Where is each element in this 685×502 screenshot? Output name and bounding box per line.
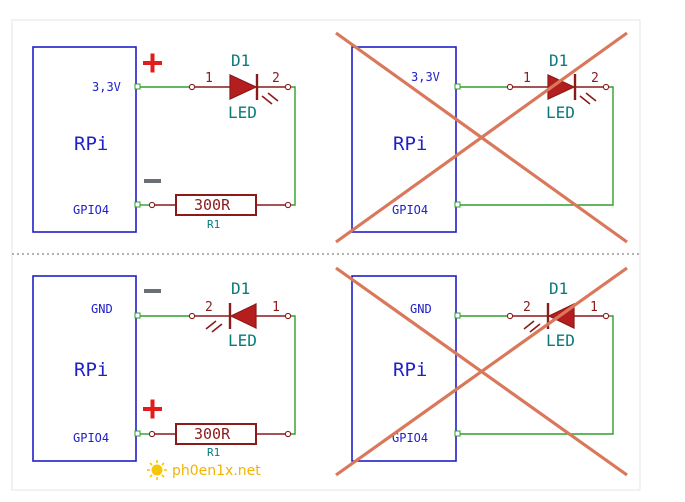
rpi-board <box>32 275 137 462</box>
resistor-pin-right <box>284 430 292 438</box>
pin-square-top <box>454 83 461 90</box>
wire-right <box>288 86 296 206</box>
resistor-value: 300R <box>194 425 231 443</box>
resistor-pin-right <box>284 201 292 209</box>
led-pin-num-right: 2 <box>272 71 280 86</box>
panel-bottom-right: RPi GND GPIO4 D1 LED 2 1 <box>335 266 628 477</box>
pin-square-top <box>134 83 141 90</box>
rpi-board <box>351 275 457 462</box>
board-label: RPi <box>74 359 108 381</box>
led-pin-left <box>188 312 196 320</box>
pin-square-top <box>134 312 141 319</box>
led-pin-right <box>602 312 610 320</box>
led-pin-num-right: 1 <box>590 300 598 315</box>
figure-frame <box>11 19 641 491</box>
led-pin-right <box>284 83 292 91</box>
wire-loop <box>460 315 614 435</box>
led-value: LED <box>228 331 257 350</box>
pin-label-bottom: GPIO4 <box>73 203 109 217</box>
resistor-body <box>175 423 257 445</box>
led-pin-left <box>506 312 514 320</box>
led-light-arrows <box>579 92 597 105</box>
led-value: LED <box>228 103 257 122</box>
plus-sign-v <box>150 53 155 73</box>
pin-label-top: 3,3V <box>411 70 440 84</box>
led-value: LED <box>546 103 575 122</box>
led-pin-num-left: 2 <box>205 300 213 315</box>
led-value: LED <box>546 331 575 350</box>
pin-label-bottom: GPIO4 <box>392 431 428 445</box>
resistor-ref: R1 <box>207 218 220 231</box>
led-triangle <box>229 74 258 100</box>
watermark-text: ph0en1x.net <box>172 463 261 479</box>
led-triangle <box>229 303 257 329</box>
board-label: RPi <box>74 133 108 155</box>
resistor-body <box>175 194 257 216</box>
pin-label-top: GND <box>91 302 113 316</box>
pin-label-bottom: GPIO4 <box>392 203 428 217</box>
led-pin-left <box>188 83 196 91</box>
panel-top-left: RPi 3,3V GPIO4 D1 LED 1 2 300R R1 <box>32 46 296 233</box>
resistor-pin-left <box>148 430 156 438</box>
led-pin-num-right: 2 <box>591 71 599 86</box>
led-ref: D1 <box>549 279 568 298</box>
pin-label-bottom: GPIO4 <box>73 431 109 445</box>
led-ref: D1 <box>231 51 250 70</box>
pin-label-top: 3,3V <box>92 80 121 94</box>
led-pin-num-right: 1 <box>272 300 280 315</box>
pin-square-top <box>454 312 461 319</box>
led-ref: D1 <box>549 51 568 70</box>
led-pin-right <box>284 312 292 320</box>
led-light-arrows <box>523 320 541 333</box>
pin-label-top: GND <box>410 302 432 316</box>
sun-icon <box>147 460 167 480</box>
resistor-ref: R1 <box>207 446 220 459</box>
led-pin-num-left: 1 <box>205 71 213 86</box>
wire-right <box>288 315 296 435</box>
rpi-board <box>351 46 457 233</box>
led-ref: D1 <box>231 279 250 298</box>
led-pin-left <box>506 83 514 91</box>
led-pin-num-left: 1 <box>523 71 531 86</box>
pin-square-bottom <box>134 201 141 208</box>
panel-top-right: RPi 3,3V GPIO4 D1 LED 1 2 <box>335 31 628 244</box>
rpi-board <box>32 46 137 233</box>
pin-square-bottom <box>134 430 141 437</box>
watermark: ph0en1x.net <box>147 460 261 480</box>
pin-square-bottom <box>454 430 461 437</box>
cross-out-line-2 <box>335 31 628 244</box>
panel-bottom-left: RPi GND GPIO4 D1 LED 2 1 300R R1 <box>32 275 296 462</box>
pin-square-bottom <box>454 201 461 208</box>
board-label: RPi <box>393 133 427 155</box>
resistor-value: 300R <box>194 196 231 214</box>
led-light-arrows <box>205 320 223 333</box>
led-pin-right <box>602 83 610 91</box>
board-label: RPi <box>393 359 427 381</box>
plus-sign-v <box>150 399 155 419</box>
led-light-arrows <box>261 92 279 105</box>
wire-loop <box>460 86 614 206</box>
minus-sign <box>144 179 161 183</box>
led-pin-num-left: 2 <box>523 300 531 315</box>
resistor-pin-left <box>148 201 156 209</box>
cross-out-line-2 <box>335 266 628 477</box>
minus-sign <box>144 289 161 293</box>
